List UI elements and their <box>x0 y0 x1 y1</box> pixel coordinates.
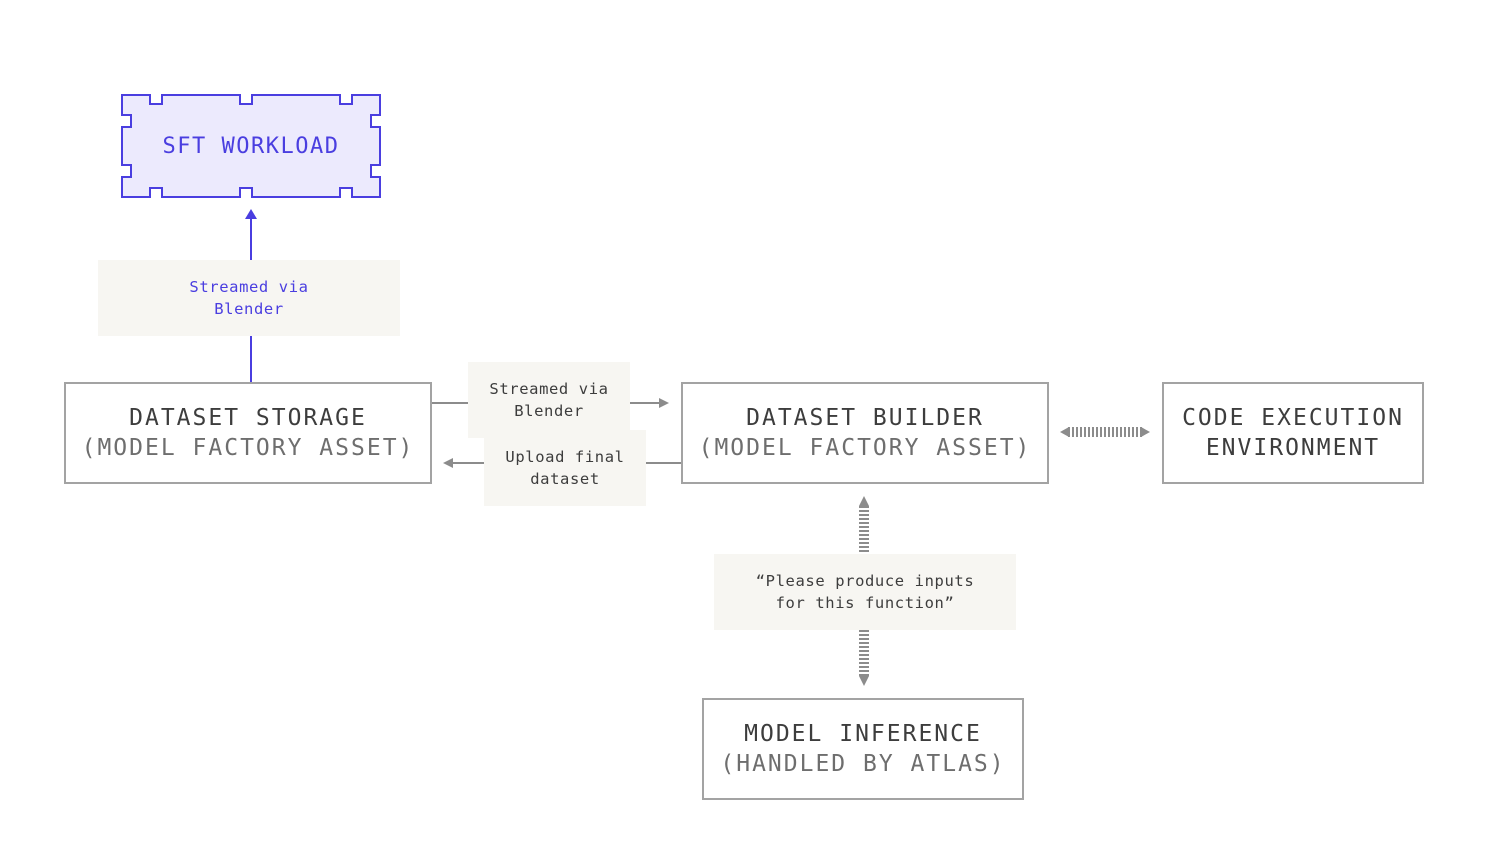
node-subtitle: (HANDLED BY ATLAS) <box>720 751 1006 777</box>
dataset-builder-node: DATASET BUILDER (MODEL FACTORY ASSET) <box>681 382 1049 484</box>
edge-label-builder-inference: “Please produce inputs for this function… <box>714 554 1016 630</box>
node-title: DATASET STORAGE <box>129 405 367 431</box>
code-execution-node: CODE EXECUTION ENVIRONMENT <box>1162 382 1424 484</box>
builder-inference-arrowhead-down <box>859 676 869 686</box>
edge-label-line: dataset <box>530 470 600 488</box>
edge-label-line: for this function” <box>775 594 955 612</box>
sft-workload-node <box>121 94 381 198</box>
builder-inference-arrowhead-up <box>859 496 869 506</box>
edge-label-builder-to-storage: Upload final dataset <box>484 430 646 506</box>
edge-label-line: Blender <box>214 300 284 318</box>
storage-to-sft-arrowhead <box>245 209 257 219</box>
node-title: DATASET BUILDER <box>746 405 984 431</box>
node-title: MODEL INFERENCE <box>744 721 982 747</box>
edge-label-line: Streamed via <box>189 278 309 296</box>
node-title: ENVIRONMENT <box>1205 435 1381 461</box>
builder-code-arrowhead-left <box>1060 427 1069 437</box>
storage-to-builder-arrowhead <box>659 398 669 408</box>
edge-label-storage-to-builder: Streamed via Blender <box>468 362 630 438</box>
builder-code-arrowhead-right <box>1141 427 1150 437</box>
sft-workload-label: SFT WORKLOAD <box>122 95 380 197</box>
edge-label-storage-to-sft: Streamed via Blender <box>98 260 400 336</box>
dataset-storage-node: DATASET STORAGE (MODEL FACTORY ASSET) <box>64 382 432 484</box>
node-subtitle: (MODEL FACTORY ASSET) <box>81 435 415 461</box>
edge-label-line: “Please produce inputs <box>755 572 975 590</box>
node-subtitle: (MODEL FACTORY ASSET) <box>698 435 1032 461</box>
edge-label-line: Upload final <box>505 448 625 466</box>
node-title: CODE EXECUTION <box>1182 405 1404 431</box>
model-inference-node: MODEL INFERENCE (HANDLED BY ATLAS) <box>702 698 1024 800</box>
builder-to-storage-arrowhead <box>443 458 453 468</box>
edge-label-line: Blender <box>514 402 584 420</box>
sft-workload-text: SFT WORKLOAD <box>162 133 340 159</box>
edge-label-line: Streamed via <box>489 380 609 398</box>
